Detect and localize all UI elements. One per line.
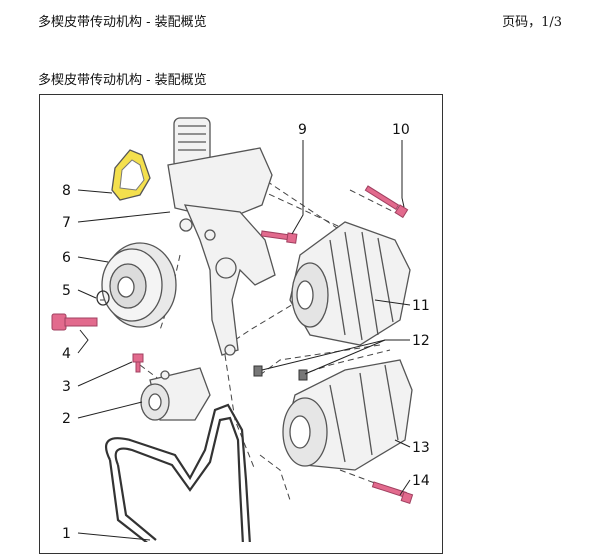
callout-1: 1 — [62, 526, 71, 542]
alternator — [289, 221, 411, 346]
callout-12: 12 — [412, 333, 430, 349]
gasket — [111, 149, 151, 201]
callout-7: 7 — [62, 215, 71, 231]
dowel-sleeve — [253, 365, 263, 377]
small-bolt — [132, 353, 144, 373]
callout-6: 6 — [62, 250, 71, 266]
callout-2: 2 — [62, 411, 71, 427]
exploded-assembly-diagram: 8 7 6 5 4 3 2 1 9 10 11 12 13 14 — [51, 117, 430, 542]
belt-tensioner — [140, 367, 211, 421]
callout-5: 5 — [62, 283, 71, 299]
alternator-bolt-long — [364, 185, 409, 219]
o-ring — [96, 290, 110, 306]
crankshaft-pulley — [101, 242, 177, 328]
callout-3: 3 — [62, 379, 71, 395]
poly-v-belt — [105, 403, 251, 542]
callout-9: 9 — [298, 122, 307, 138]
callout-4: 4 — [62, 346, 71, 362]
bracket-assembly — [167, 117, 276, 356]
callout-14: 14 — [412, 473, 430, 489]
page-header-title: 多楔皮带传动机构 - 装配概览 — [38, 15, 207, 30]
callout-13: 13 — [412, 440, 430, 456]
alternator-bolt — [260, 230, 298, 244]
callout-leaders — [77, 140, 411, 541]
compressor-bolt — [371, 481, 414, 504]
page-number: 页码，1/3 — [502, 15, 562, 30]
section-title: 多楔皮带传动机构 - 装配概览 — [38, 73, 207, 88]
crankshaft-bolt — [51, 313, 98, 331]
callout-11: 11 — [412, 298, 430, 314]
callout-10: 10 — [392, 122, 410, 138]
dowel-sleeve — [298, 369, 308, 381]
callout-8: 8 — [62, 183, 71, 199]
ac-compressor — [282, 359, 413, 471]
